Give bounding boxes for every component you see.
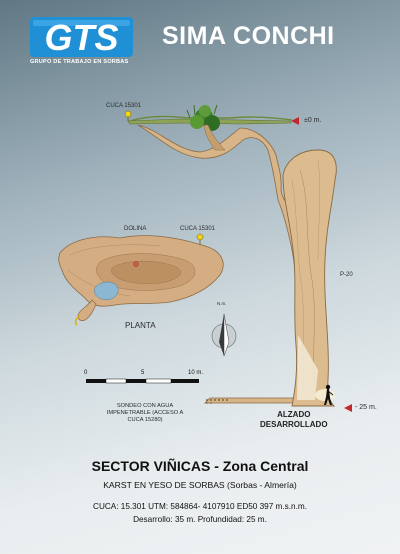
cave-plan xyxy=(58,235,224,326)
depth-label-zero: ±0 m. xyxy=(304,117,322,124)
desarrollo-info: Desarrollo: 35 m. Profundidad: 25 m. xyxy=(133,515,267,524)
gts-logo: GTS xyxy=(30,17,133,58)
sondeo-label: SONDEO CON AGUA IMPENETRABLE (ACCESO A C… xyxy=(106,403,184,423)
gts-logo-mark: GTS xyxy=(30,17,133,58)
scale-label-5: 5 xyxy=(141,370,145,376)
north-label: N.m. xyxy=(217,301,227,306)
karst-subtitle: KARST EN YESO DE SORBAS (Sorbas - Almerí… xyxy=(103,480,297,490)
caver-figure-icon xyxy=(324,384,334,405)
dolina-label: DOLINA xyxy=(124,226,147,232)
depth-marker-zero xyxy=(291,117,299,125)
cuca-coordinates: CUCA: 15.301 UTM: 584864- 4107910 ED50 3… xyxy=(93,502,307,511)
sector-title: SECTOR VIÑICAS - Zona Central xyxy=(91,458,309,474)
alzado-line-2: DESARROLLADO xyxy=(260,420,328,429)
cave-elevation xyxy=(137,124,337,407)
pit-label: P-20 xyxy=(340,272,353,278)
alzado-label: ALZADO DESARROLLADO xyxy=(260,410,328,430)
ground-surface xyxy=(127,104,293,131)
north-arrow-icon xyxy=(211,313,237,357)
page-title: SIMA CONCHI xyxy=(162,22,335,50)
depth-marker-bottom xyxy=(344,404,352,412)
cuca-label-top: CUCA 15301 xyxy=(106,103,142,109)
planta-label: PLANTA xyxy=(125,321,156,330)
depth-label-bottom: - 25 m. xyxy=(355,404,377,411)
scale-label-10: 10 m. xyxy=(188,370,204,376)
gts-logo-text: GTS xyxy=(44,17,118,57)
cuca-pin-plan-icon xyxy=(196,233,204,245)
logo-subtitle: GRUPO DE TRABAJO EN SORBAS xyxy=(30,59,129,65)
alzado-line-1: ALZADO xyxy=(277,410,311,419)
sondeo-passage xyxy=(206,399,228,404)
scale-bar xyxy=(86,378,199,384)
cuca-pin-top-icon xyxy=(124,110,132,121)
scale-label-0: 0 xyxy=(84,370,88,376)
cuca-label-plan: CUCA 15301 xyxy=(180,226,216,232)
